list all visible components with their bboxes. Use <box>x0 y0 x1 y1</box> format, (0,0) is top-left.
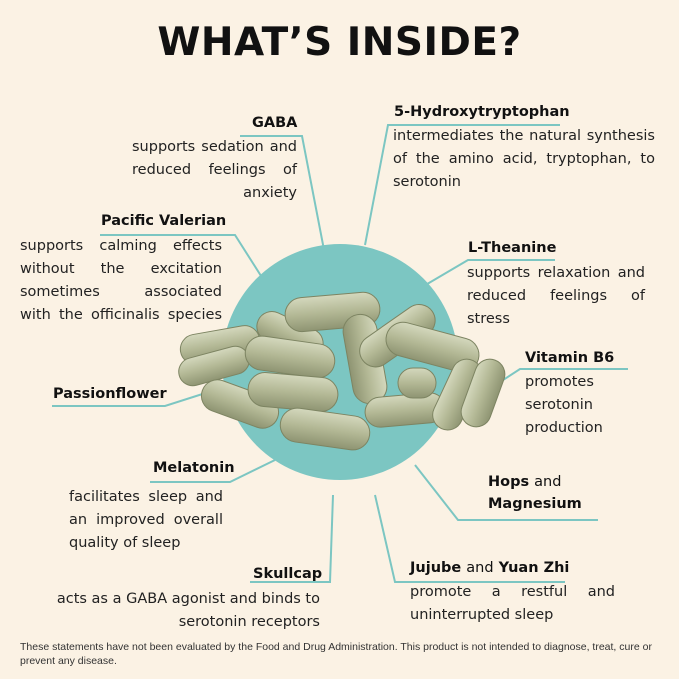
desc-5htp: intermediates the natural synthesis of t… <box>393 125 655 194</box>
connector-skullcap <box>250 494 334 583</box>
disclaimer: These statements have not been evaluated… <box>20 641 652 667</box>
label-skullcap: Skullcap <box>253 566 323 582</box>
desc-b6: promotes serotonin production <box>525 371 625 440</box>
label-hops: Hops and <box>488 474 561 490</box>
desc-melatonin: facilitates sleep and an improved overal… <box>69 486 223 555</box>
desc-line: an improved overall <box>69 512 223 528</box>
label-5htp: 5-Hydroxytryptophan <box>394 104 570 120</box>
desc-line: intermediates the natural synthesis <box>393 128 655 144</box>
desc-line: with the officinalis species <box>20 307 222 323</box>
desc-line: production <box>525 420 603 436</box>
desc-line: supports calming effects <box>20 238 222 254</box>
desc-line: promote a restful and <box>410 584 615 600</box>
page-title: WHAT’S INSIDE? <box>157 20 522 65</box>
connector-valerian <box>100 234 271 291</box>
label-valerian: Pacific Valerian <box>101 213 227 229</box>
desc-line: serotonin <box>393 174 461 190</box>
label-b6: Vitamin B6 <box>525 350 615 366</box>
desc-line: promotes <box>525 374 594 390</box>
desc-line: stress <box>467 311 510 327</box>
label-magnesium: Magnesium <box>488 496 582 512</box>
desc-line: of the amino acid, tryptophan, to <box>393 151 655 167</box>
connector-passion <box>52 389 216 407</box>
desc-line: acts as a GABA agonist and binds to <box>56 591 320 607</box>
desc-gaba: supports sedation and reduced feelings o… <box>132 136 297 205</box>
desc-line: uninterrupted sleep <box>410 607 554 623</box>
desc-line: reduced feelings of <box>467 288 645 304</box>
capsules-pile <box>178 291 506 451</box>
label-passionflower: Passionflower <box>53 386 167 402</box>
label-melatonin: Melatonin <box>153 460 235 476</box>
desc-line: supports relaxation and <box>467 265 645 281</box>
connector-5htp <box>364 124 560 246</box>
label-jujube: Jujube and Yuan Zhi <box>410 560 569 576</box>
connector-jujube <box>374 494 565 583</box>
label-theanine: L-Theanine <box>468 240 557 256</box>
desc-line: quality of sleep <box>69 535 181 551</box>
desc-line: supports sedation and <box>132 139 297 155</box>
desc-line: anxiety <box>243 185 297 201</box>
desc-skullcap: acts as a GABA agonist and binds to sero… <box>52 588 320 634</box>
desc-line: facilitates sleep and <box>69 489 223 505</box>
jujube-name: Jujube <box>410 560 462 576</box>
desc-theanine: supports relaxation and reduced feelings… <box>467 262 645 331</box>
connector-melatonin <box>150 459 276 483</box>
desc-line: reduced feelings of <box>132 162 297 178</box>
yuanzhi-name: Yuan Zhi <box>498 560 570 576</box>
and-word: and <box>534 474 562 490</box>
desc-line: serotonin receptors <box>178 614 320 630</box>
label-gaba: GABA <box>252 115 298 131</box>
desc-line: serotonin <box>525 397 593 413</box>
desc-line: without the excitation <box>20 261 222 277</box>
hops-name: Hops <box>488 474 530 490</box>
desc-line: sometimes associated <box>20 284 222 300</box>
connector-gaba <box>240 135 326 256</box>
connector-hops <box>414 464 598 521</box>
desc-valerian: supports calming effects without the exc… <box>20 235 222 327</box>
desc-jujube: promote a restful and uninterrupted slee… <box>410 581 615 627</box>
and-word: and <box>466 560 494 576</box>
